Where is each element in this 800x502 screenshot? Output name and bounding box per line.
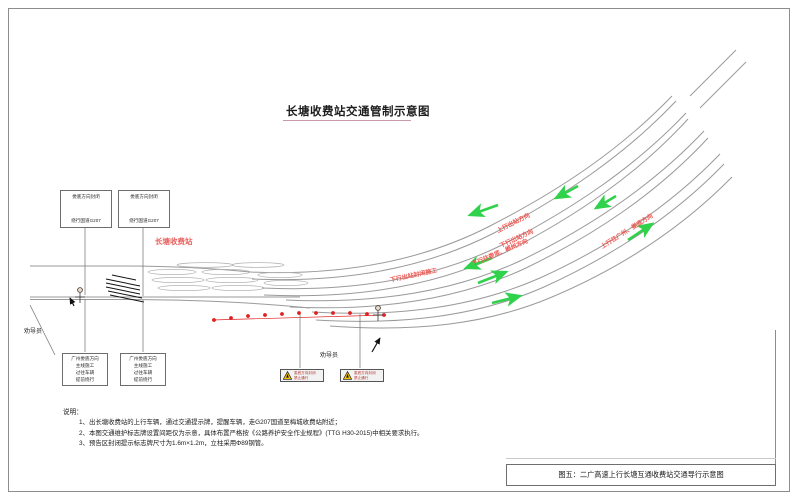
notes-item: 2、本图交通维护标志牌设置间距仅为示意，具体布置严格按《公路养护安全作业规程》(… <box>79 429 424 437</box>
title-block-vertical-rule <box>775 330 776 465</box>
station-label: 长塘收费站 <box>155 237 193 246</box>
warning-line: 禁止通行 <box>294 375 309 380</box>
mainline-roads <box>30 49 747 329</box>
notes-heading: 说明： <box>63 409 83 416</box>
traffic-cone-line <box>211 311 387 322</box>
sign-loudi-closed-2[interactable]: 娄底方向封闭 绕行国道G207 <box>118 190 170 228</box>
page-title: 长塘收费站交通管制示意图 <box>286 106 430 118</box>
sign-line: 提前绕行 <box>75 377 95 382</box>
sign-line: 广州娄底方向 <box>129 356 157 361</box>
notes-item: 3、预告区封闭提示标志牌尺寸为1.6m×1.2m，立柱采用Φ89钢管。 <box>79 440 268 447</box>
sign-leader-lines <box>29 228 361 368</box>
green-direction-arrows <box>463 184 655 307</box>
warning-plate-left[interactable]: 娄底方向封闭 禁止通行 <box>280 369 324 382</box>
sign-line: 主线施工 <box>133 363 153 368</box>
sign-guangzhou-loudi-2[interactable]: 广州娄底方向 主线施工 过往车辆 提前绕行 <box>120 353 166 386</box>
warning-line: 娄底方向封闭 <box>294 371 316 376</box>
warning-line: 娄底方向封闭 <box>354 371 376 376</box>
warning-plate-right[interactable]: 娄底方向封闭 禁止通行 <box>340 369 384 382</box>
warning-triangle-icon <box>343 371 352 380</box>
sign-line: 过往车辆 <box>75 370 95 375</box>
sign-line: 绕行国道G207 <box>129 218 159 223</box>
title-block: 图五：二广高速上行长塘互通收费站交通导行示意图 <box>506 464 776 486</box>
sign-line: 主线施工 <box>75 363 95 368</box>
sign-line: 娄底方向封闭 <box>72 194 100 199</box>
sign-guangzhou-loudi-1[interactable]: 广州娄底方向 主线施工 过往车辆 提前绕行 <box>62 353 108 386</box>
sign-loudi-closed-1[interactable]: 娄底方向封闭 绕行国道G207 <box>60 190 112 228</box>
sign-line: 过往车辆 <box>133 370 153 375</box>
sign-line: 绕行国道G207 <box>71 218 101 223</box>
closure-hatching <box>105 274 145 303</box>
guide-right-label: 劝导员 <box>320 353 339 359</box>
warning-plate-text: 娄底方向封闭 禁止通行 <box>354 371 376 380</box>
warning-plate-text: 娄底方向封闭 禁止通行 <box>294 371 316 380</box>
warning-triangle-icon <box>283 371 292 380</box>
warning-line: 禁止通行 <box>354 375 369 380</box>
sign-line: 娄底方向封闭 <box>130 194 158 199</box>
drawing-frame <box>8 8 790 492</box>
guide-person-symbols <box>75 287 383 321</box>
title-block-horizontal-rule <box>506 458 776 459</box>
guide-left-label: 劝导员 <box>24 329 43 335</box>
notes-item: 1、出长塘收费站的上行车辆，通过交通提示牌，提醒车辆，走G207国道至梅城收费站… <box>79 419 342 426</box>
title-block-text: 图五：二广高速上行长塘互通收费站交通导行示意图 <box>558 470 724 479</box>
sign-line: 提前绕行 <box>133 377 153 382</box>
toll-plaza-islands <box>147 262 309 291</box>
notes-block: 说明： 1、出长塘收费站的上行车辆，通过交通提示牌，提醒车辆，走G207国道至梅… <box>63 406 683 450</box>
sign-line: 广州娄底方向 <box>71 356 99 361</box>
page-title-underline <box>283 120 411 121</box>
black-flag-arrows <box>69 297 381 353</box>
